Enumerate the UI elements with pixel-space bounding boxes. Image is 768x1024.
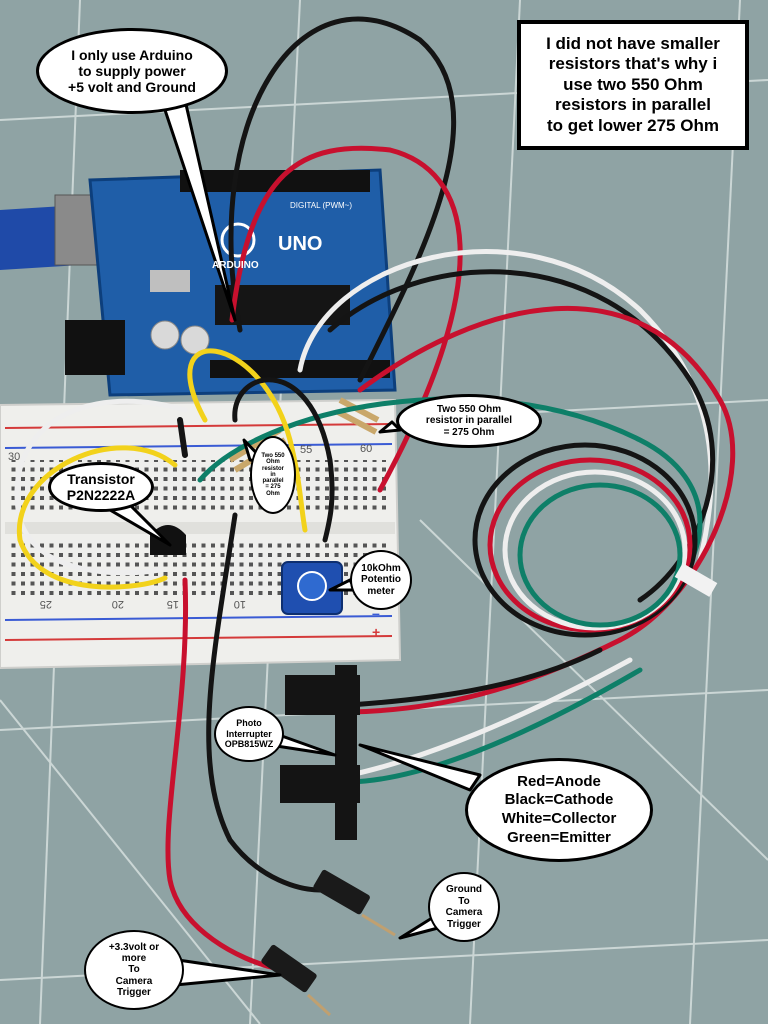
wire-black-pot	[232, 377, 335, 543]
power-jack	[65, 320, 125, 375]
wire-black-arduino	[228, 16, 457, 383]
bb-label-30: 30	[8, 451, 20, 463]
callout-two-550-small-text: Two 550 Ohm resistor in parallel = 275 O…	[261, 452, 285, 497]
callout-resistor-note: I did not have smaller resistors that's …	[517, 20, 749, 150]
wire-black-jumper	[177, 417, 188, 458]
power-pin	[306, 993, 332, 1017]
rail-minus-label: –	[372, 605, 380, 621]
callout-power-trigger-text: +3.3volt or more To Camera Trigger	[108, 942, 160, 998]
bb-label-10: 10	[234, 598, 246, 610]
arduino-logo	[220, 222, 256, 258]
callout-wire-legend-text: Red=Anode Black=Cathode White=Collector …	[501, 772, 617, 846]
rail-blue-bottom	[4, 615, 393, 621]
power-plug	[261, 944, 317, 993]
bb-label-60: 60	[360, 443, 372, 455]
wire-red-trigger	[165, 577, 278, 971]
wire-white-sensor	[347, 657, 633, 778]
wire-white-breadboard	[14, 398, 188, 576]
rail-red-top	[4, 423, 393, 429]
callout-two-550-small: Two 550 Ohm resistor in parallel = 275 O…	[250, 436, 296, 514]
wire-black-sensor	[347, 647, 603, 708]
capacitor-1	[150, 320, 180, 350]
bb-label-20: 20	[112, 598, 124, 610]
wire-yellow-left	[16, 445, 178, 590]
callout-ground-trigger: Ground To Camera Trigger	[428, 872, 500, 942]
callout-photo-interrupter: Photo Interrupter OPB815WZ	[214, 706, 284, 762]
callout-potentiometer-text: 10kOhm Potentio meter	[361, 562, 401, 597]
crystal	[150, 270, 190, 292]
callout-ground-trigger-text: Ground To Camera Trigger	[445, 884, 483, 930]
callout-transistor: Transistor P2N2222A	[48, 462, 154, 512]
zip-tie	[674, 563, 718, 597]
ground-pin	[361, 913, 396, 937]
sensor-body	[335, 665, 357, 840]
callout-power-trigger: +3.3volt or more To Camera Trigger	[84, 930, 184, 1010]
breadboard-trench	[5, 522, 395, 534]
wire-black-trigger	[206, 512, 323, 893]
tail-wire-legend	[358, 743, 482, 792]
bb-label-25: 25	[40, 598, 52, 610]
callout-potentiometer: 10kOhm Potentio meter	[350, 550, 412, 610]
rail-plus-label: +	[372, 624, 380, 640]
callout-resistor-note-text: I did not have smaller resistors that's …	[546, 34, 720, 135]
board-brand: UNO	[278, 233, 322, 255]
callout-two-550-right-text: Two 550 Ohm resistor in parallel = 275 O…	[425, 403, 513, 438]
rail-red-bottom	[4, 635, 393, 641]
ground-plug	[313, 869, 370, 915]
wire-red-arduino	[229, 145, 463, 493]
wire-green-sensor	[347, 667, 643, 785]
bb-label-15: 15	[167, 598, 179, 610]
wire-coil-green	[517, 482, 683, 628]
wire-coil-white	[502, 469, 688, 631]
potentiometer-knob	[297, 571, 327, 601]
callout-wire-legend: Red=Anode Black=Cathode White=Collector …	[465, 758, 653, 862]
callout-arduino-power-text: I only use Arduino to supply power +5 vo…	[68, 47, 196, 95]
wires	[14, 16, 736, 971]
tail-two-550-right	[378, 420, 402, 434]
board-digital: DIGITAL (PWM~)	[290, 201, 352, 210]
wire-yellow-right	[187, 348, 308, 533]
wire-coil-black	[472, 442, 698, 638]
callout-photo-interrupter-text: Photo Interrupter OPB815WZ	[224, 718, 274, 750]
callout-arduino-power: I only use Arduino to supply power +5 vo…	[36, 28, 228, 114]
callout-transistor-text: Transistor P2N2222A	[66, 470, 136, 503]
callout-two-550-right: Two 550 Ohm resistor in parallel = 275 O…	[396, 394, 542, 448]
bb-label-55: 55	[300, 444, 312, 456]
board-arduino: ARDUINO	[212, 260, 259, 271]
